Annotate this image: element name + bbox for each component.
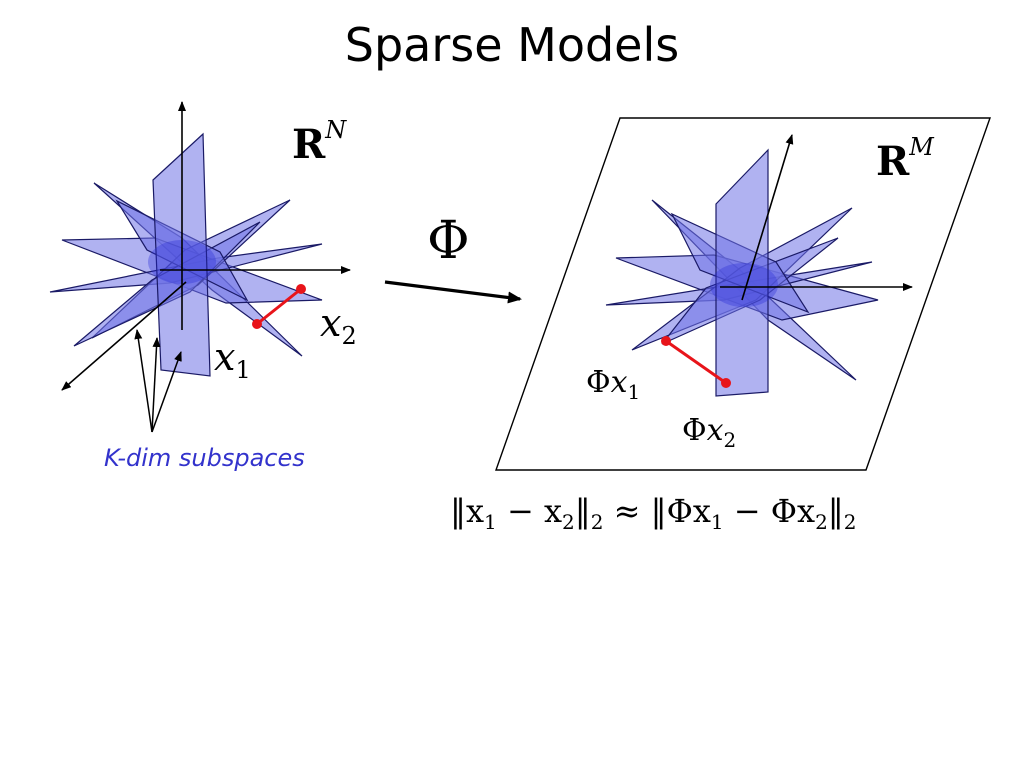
subspace-plane <box>715 148 769 397</box>
point-label-x2: x2 <box>320 301 357 350</box>
pointer-line <box>151 351 182 433</box>
subspace-note: K-dim subspaces <box>104 444 305 472</box>
right-axis-upward <box>741 134 794 301</box>
operator-label: Φ <box>427 211 470 271</box>
point-phi-x2-dot <box>721 378 731 388</box>
right-cluster-core <box>710 263 778 307</box>
point-label-phi-x1: Φx1 <box>586 365 640 404</box>
slide-title: Sparse Models <box>344 18 680 72</box>
subspace-pointers <box>134 329 182 433</box>
segment-x1-x2 <box>256 287 302 326</box>
point-label-phi-x2: Φx2 <box>682 413 736 452</box>
point-phi-x1-dot <box>661 336 671 346</box>
segment-phi-x1-x2 <box>665 339 727 385</box>
space-label-left: RN <box>292 116 347 168</box>
right-subspace-cluster <box>605 148 879 397</box>
point-label-x1: x1 <box>214 335 251 384</box>
point-x1-dot <box>252 319 262 329</box>
left-axis-diagonal <box>61 281 187 391</box>
mapping-arrow <box>384 280 522 304</box>
point-x2-dot <box>296 284 306 294</box>
space-label-right: RM <box>876 133 935 185</box>
distance-equation: ‖x1 − x2‖2 ≈ ‖Φx1 − Φx2‖2 <box>450 492 857 534</box>
pointer-line <box>151 337 161 433</box>
right-axes <box>720 134 913 301</box>
left-axes <box>61 101 351 391</box>
pointer-line <box>134 329 153 433</box>
